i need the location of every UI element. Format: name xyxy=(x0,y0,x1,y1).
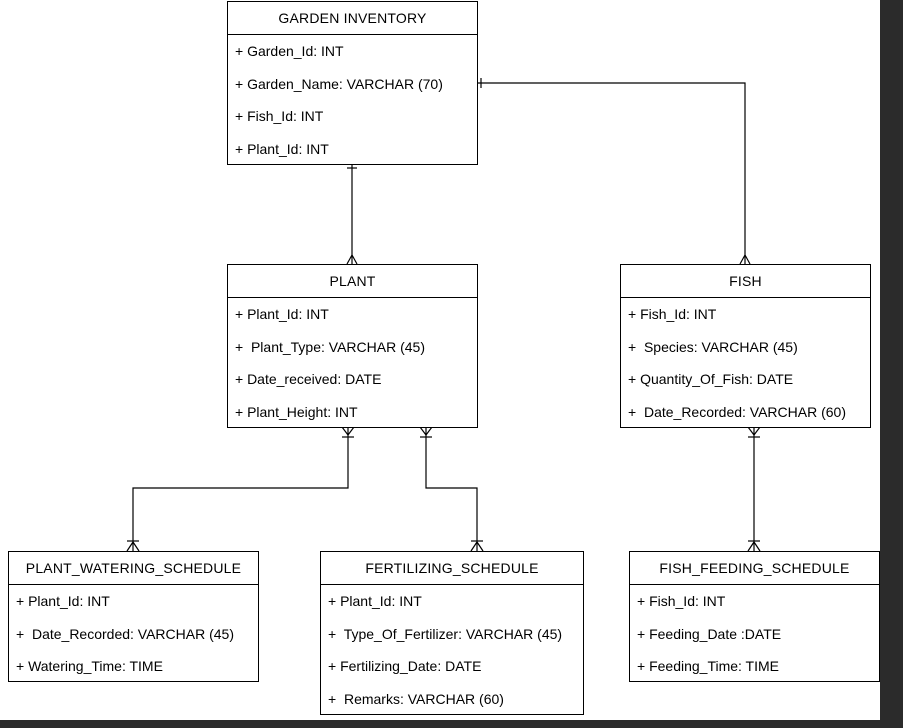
entity-title: FISH xyxy=(621,265,870,298)
entity-fish[interactable]: FISH + Fish_Id: INT + Species: VARCHAR (… xyxy=(620,264,871,428)
entity-fertilizing-schedule[interactable]: FERTILIZING_SCHEDULE + Plant_Id: INT + T… xyxy=(320,551,584,715)
attribute-row: + Watering_Time: TIME xyxy=(16,658,163,674)
attribute-row: + Plant_Id: INT xyxy=(16,593,110,609)
connector-plant-fertilizing xyxy=(419,426,484,552)
attribute-row: + Date_Recorded: VARCHAR (45) xyxy=(16,625,234,642)
attribute-row: + Plant_Id: INT xyxy=(328,593,422,609)
connector-garden-plant xyxy=(346,164,358,265)
attribute-row: + Garden_Id: INT xyxy=(235,43,344,59)
entity-plant-watering-schedule[interactable]: PLANT_WATERING_SCHEDULE + Plant_Id: INT … xyxy=(8,551,259,682)
entity-title: FISH_FEEDING_SCHEDULE xyxy=(630,552,879,585)
attribute-row: + Date_Recorded: VARCHAR (60) xyxy=(628,403,846,420)
attribute-row: + Fish_Id: INT xyxy=(235,108,324,124)
attribute-row: + Plant_Id: INT xyxy=(235,306,329,322)
attribute-row: + Remarks: VARCHAR (60) xyxy=(328,690,504,707)
entity-title: PLANT xyxy=(228,265,477,298)
relationship-connectors xyxy=(126,78,761,552)
entity-title: GARDEN INVENTORY xyxy=(228,2,477,35)
entity-plant[interactable]: PLANT + Plant_Id: INT + Plant_Type: VARC… xyxy=(227,264,478,428)
attribute-row: + Plant_Height: INT xyxy=(235,403,358,420)
attribute-row: + Plant_Type: VARCHAR (45) xyxy=(235,338,425,355)
attribute-row: + Feeding_Date :DATE xyxy=(637,625,782,642)
attribute-row: + Garden_Name: VARCHAR (70) xyxy=(235,75,443,92)
attribute-row: + Feeding_Time: TIME xyxy=(637,658,780,674)
attribute-row: + Type_Of_Fertilizer: VARCHAR (45) xyxy=(328,625,563,642)
entity-title: FERTILIZING_SCHEDULE xyxy=(321,552,583,585)
attribute-row: + Plant_Id: INT xyxy=(235,140,329,157)
entity-title: PLANT_WATERING_SCHEDULE xyxy=(9,552,258,585)
entity-fish-feeding-schedule[interactable]: FISH_FEEDING_SCHEDULE + Fish_Id: INT + F… xyxy=(629,551,880,682)
attribute-row: + Fish_Id: INT xyxy=(628,306,717,322)
attribute-row: + Date_received: DATE xyxy=(235,371,382,387)
connector-garden-fish xyxy=(477,78,751,265)
attribute-row: + Fish_Id: INT xyxy=(637,593,726,609)
attribute-row: + Quantity_Of_Fish: DATE xyxy=(628,371,794,387)
connector-fish-feeding xyxy=(747,426,761,552)
connector-plant-watering xyxy=(126,426,355,552)
attribute-row: + Species: VARCHAR (45) xyxy=(628,338,798,355)
diagram-canvas: GARDEN INVENTORY + Garden_Id: INT + Gard… xyxy=(0,0,880,720)
entity-garden-inventory[interactable]: GARDEN INVENTORY + Garden_Id: INT + Gard… xyxy=(227,1,478,165)
attribute-row: + Fertilizing_Date: DATE xyxy=(328,658,482,674)
